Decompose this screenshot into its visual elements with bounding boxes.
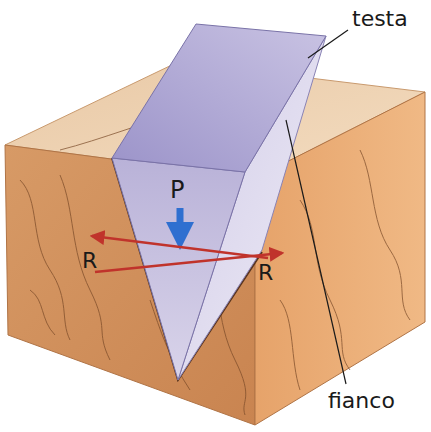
force-symbol: R [258,262,273,284]
part-name: testa [352,8,408,30]
part-name: fianco [328,390,395,412]
force-symbol: P [170,178,184,202]
force-symbol: R [82,250,97,272]
